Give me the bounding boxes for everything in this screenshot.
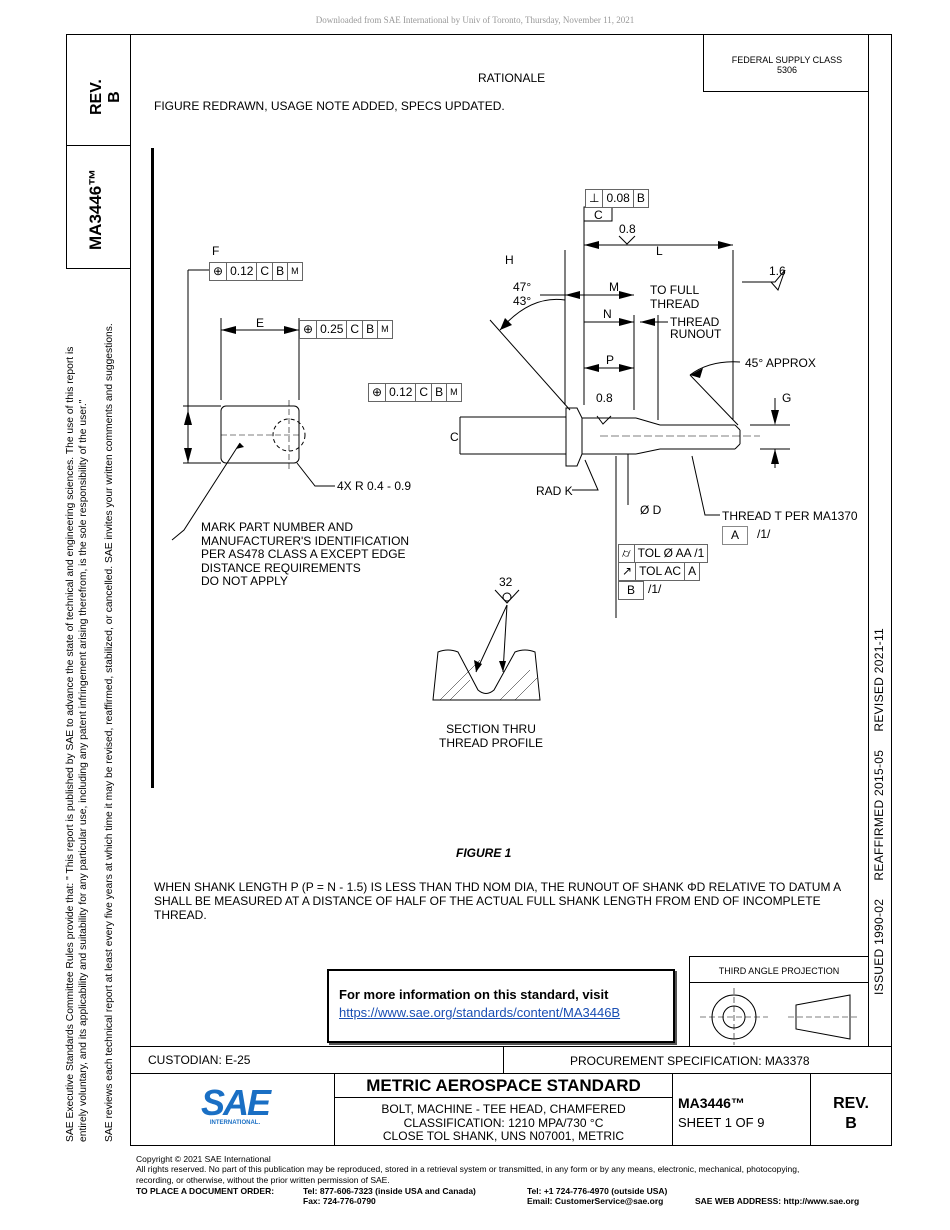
- dim-G: G: [782, 391, 792, 405]
- sae-logo: SAE INTERNATIONAL.: [200, 1082, 271, 1127]
- frame-right: [868, 34, 869, 1046]
- supply-class: FEDERAL SUPPLY CLASS 5306: [731, 55, 843, 75]
- tel-us: Tel: 877-606-7323 (inside USA and Canada…: [303, 1186, 476, 1196]
- corner-radius: 4X R 0.4 - 0.9: [337, 479, 412, 493]
- dim-H: H: [505, 253, 514, 267]
- part-description: BOLT, MACHINE - TEE HEAD, CHAMFERED CLAS…: [381, 1102, 626, 1143]
- dim-M: M: [609, 280, 619, 294]
- finish-16: 1.6: [769, 264, 786, 278]
- frame-top: [66, 34, 892, 35]
- num-box-bottom: [66, 268, 130, 269]
- dim-P: P: [606, 353, 615, 367]
- rev-box-divider: [66, 145, 130, 146]
- sheet-number: SHEET 1 OF 9: [678, 1115, 765, 1130]
- finish-32: 32: [499, 575, 513, 589]
- dim-F: F: [212, 244, 220, 258]
- doc-number: MA3446™: [678, 1095, 745, 1111]
- datum-a-note: /1/: [757, 527, 771, 541]
- projection-label: THIRD ANGLE PROJECTION: [718, 966, 840, 976]
- tel-outside: Tel: +1 724-776-4970 (outside USA): [527, 1186, 668, 1196]
- datum-a-box: A: [722, 526, 749, 545]
- custodian: CUSTODIAN: E-25: [148, 1053, 251, 1067]
- head-end-view: [220, 405, 300, 464]
- technical-drawing: [171, 206, 790, 701]
- rights-1: All rights reserved. No part of this pub…: [136, 1164, 800, 1174]
- web-address: SAE WEB ADDRESS: http://www.sae.org: [695, 1196, 860, 1206]
- finish-08-top: 0.8: [619, 222, 636, 236]
- download-note: Downloaded from SAE International by Uni…: [315, 15, 635, 25]
- projection-symbol: [700, 988, 858, 1045]
- dim-C: C: [450, 430, 459, 444]
- copyright: Copyright © 2021 SAE International: [136, 1154, 271, 1164]
- datum-b-note: /1/: [648, 582, 662, 596]
- mark-note: MARK PART NUMBER AND MANUFACTURER'S IDEN…: [201, 520, 410, 588]
- figure-label: FIGURE 1: [456, 846, 512, 860]
- finish-08-mid: 0.8: [596, 391, 613, 405]
- revision-bar: [151, 148, 154, 788]
- datum-c: C: [594, 208, 603, 222]
- fax: Fax: 724-776-0790: [303, 1196, 376, 1206]
- dim-N: N: [603, 307, 612, 321]
- usage-note: WHEN SHANK LENGTH P (P = N - 1.5) IS LES…: [154, 880, 841, 922]
- order-label: TO PLACE A DOCUMENT ORDER:: [136, 1186, 275, 1196]
- datum-b-box: B: [618, 581, 645, 600]
- procurement-spec: PROCUREMENT SPECIFICATION: MA3378: [570, 1054, 810, 1068]
- dim-E: E: [256, 316, 265, 330]
- dia-d: Ø D: [640, 503, 662, 517]
- approx-45: 45° APPROX: [745, 356, 816, 370]
- frame-left-box: [66, 34, 67, 269]
- frame-right-outer: [891, 34, 892, 1146]
- rationale-text: FIGURE REDRAWN, USAGE NOTE ADDED, SPECS …: [154, 99, 505, 113]
- info-box: For more information on this standard, v…: [327, 969, 675, 1043]
- thread-t: THREAD T PER MA1370: [722, 509, 858, 523]
- angle-labels: 47°43°: [513, 280, 532, 308]
- head-side: [565, 407, 583, 467]
- standard-title: METRIC AEROSPACE STANDARD: [366, 1076, 641, 1095]
- rationale-title: RATIONALE: [478, 71, 546, 85]
- dim-L: L: [656, 244, 663, 258]
- rights-2: recording, or otherwise, without the pri…: [136, 1175, 390, 1185]
- standard-link[interactable]: https://www.sae.org/standards/content/MA…: [339, 1005, 621, 1020]
- frame-left: [130, 34, 131, 1146]
- rad-k: RAD K: [536, 484, 573, 498]
- supply-box-bottom: [703, 91, 869, 92]
- email: Email: CustomerService@sae.org: [527, 1196, 664, 1206]
- tol-dia-box: ⌭TOL Ø AA /1: [618, 544, 709, 563]
- rev-block: REV.B: [833, 1095, 869, 1132]
- info-heading: For more information on this standard, v…: [339, 987, 609, 1002]
- supply-box-left: [703, 34, 704, 92]
